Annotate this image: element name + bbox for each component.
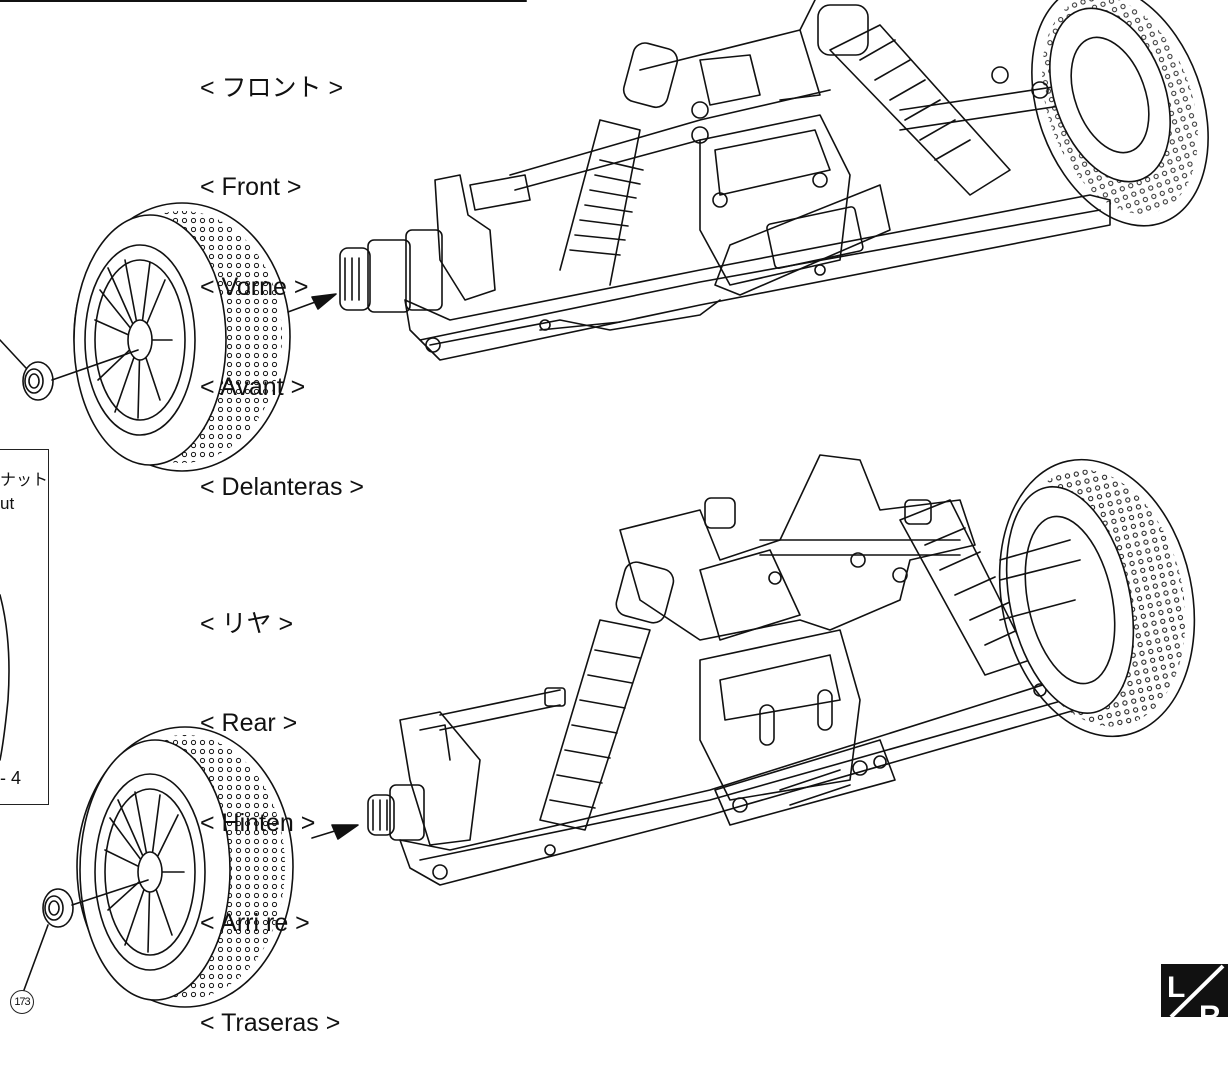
front-chassis-drawing <box>339 0 1209 361</box>
rear-label-spanish: < Traseras > <box>200 1009 341 1038</box>
front-label-spanish: < Delanteras > <box>200 473 364 502</box>
rear-wheel-nut <box>23 879 149 991</box>
front-label-block: < フロント > < Front > < Vorne > < Avant > <… <box>200 5 364 538</box>
callout-english-label: ut <box>0 494 15 513</box>
front-right-wheel <box>1031 0 1209 227</box>
callout-wheel-sketch <box>0 594 10 761</box>
rear-label-french: < Arri re > <box>200 909 310 938</box>
rear-label-german: < Hinten > <box>200 809 316 838</box>
callout-japanese-label: ナット <box>0 472 49 489</box>
front-label-japanese: < フロント > <box>200 73 344 102</box>
rear-shock-left <box>539 561 675 831</box>
front-shock-right <box>817 4 1011 196</box>
front-assembly-arrow <box>287 293 337 313</box>
front-label-english: < Front > <box>200 173 302 202</box>
exploded-assembly-drawing <box>0 0 1209 1008</box>
callout-box <box>0 449 49 805</box>
front-left-wheel <box>73 202 291 472</box>
rear-label-block: < リヤ > < Rear > < Hinten > < Arri re > <… <box>200 541 340 1074</box>
front-label-german: < Vorne > <box>200 273 309 302</box>
lr-mark-right: R <box>1199 1000 1221 1017</box>
rear-assembly-arrow <box>311 824 359 840</box>
rear-label-japanese: < リヤ > <box>200 609 294 638</box>
rear-right-wheel <box>998 458 1196 738</box>
front-shock-left <box>559 42 679 286</box>
rear-chassis-drawing <box>367 454 1196 886</box>
front-wheel-nut <box>0 339 139 401</box>
part-number-badge: 173 <box>10 990 34 1014</box>
lr-mark-left: L <box>1167 971 1185 1004</box>
rear-label-english: < Rear > <box>200 709 298 738</box>
rear-left-wheel <box>76 726 294 1008</box>
callout-quantity: - 4 <box>0 768 22 788</box>
front-label-french: < Avant > <box>200 373 306 402</box>
left-right-mark-icon: L R <box>1161 964 1228 1017</box>
